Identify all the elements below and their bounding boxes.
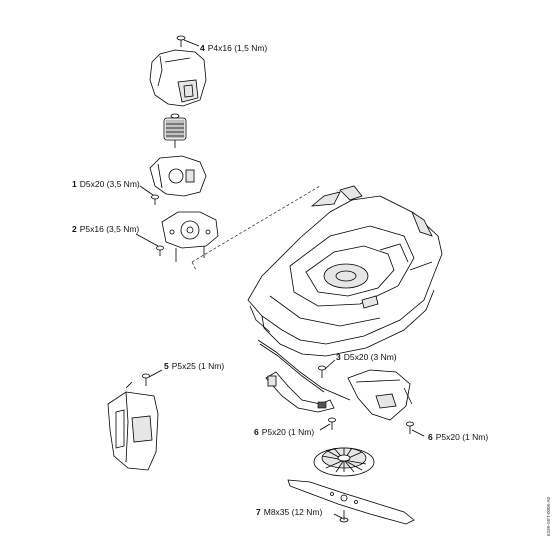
height-adjust-lever [257,339,351,413]
screw-1-icon [139,185,159,205]
motor-cover [149,49,207,107]
motor-base-plate [161,211,219,262]
screw-4-icon [176,35,200,47]
fan-impeller [313,447,375,477]
screw-6-right-icon [406,421,425,437]
collector-bin [107,381,159,471]
screw-2-icon [135,233,164,256]
mower-blade [287,479,415,525]
motor-bracket [149,155,207,197]
screw-7-icon [333,510,349,523]
motor-armature [163,113,187,148]
mower-housing [247,185,443,357]
screw-3-icon [318,359,336,378]
screw-6-left-icon [319,417,336,431]
screw-5-icon [142,369,163,386]
discharge-deflector [347,369,413,421]
drawing-code: 6338-GET-0008-A0 [546,496,551,536]
